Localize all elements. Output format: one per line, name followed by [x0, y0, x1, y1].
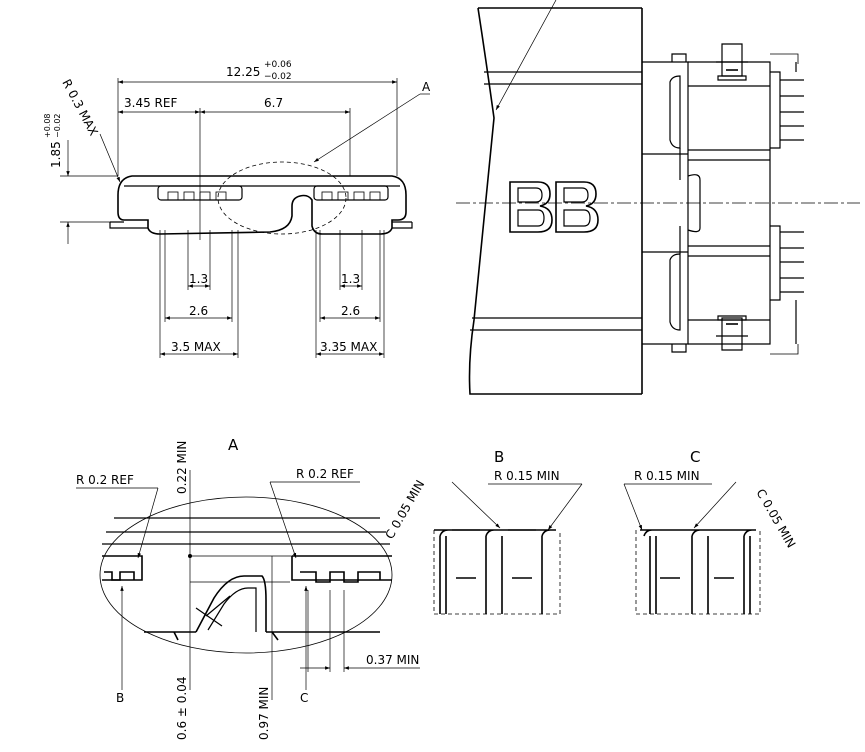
min-gap-label: 0.22 MIN [175, 441, 189, 494]
right-pitch-1-label: 1.3 [341, 272, 360, 286]
center-span-label: 6.7 [264, 96, 283, 110]
detail-a-boundary [217, 161, 347, 235]
top-view: B [456, 0, 860, 395]
detail-c-title: C [690, 448, 700, 466]
right-radius-label: R 0.2 REF [296, 467, 354, 481]
height-tol-plus: +0.08 [43, 113, 52, 138]
left-radius-label: R 0.2 REF [76, 473, 134, 487]
left-pitch-1-label: 1.3 [189, 272, 208, 286]
corner-radius-label: R 0.3 MAX [59, 77, 100, 138]
detail-a-title: A [228, 436, 239, 454]
height-label: 1.85 [49, 141, 63, 168]
depth-label: 0.97 MIN [257, 687, 271, 740]
spacing-label: 0.37 MIN [366, 653, 419, 667]
detail-a-marker: A [422, 80, 431, 94]
left-pitch-2-label: 2.6 [189, 304, 208, 318]
b-chamfer-label: C 0.05 MIN [382, 478, 427, 542]
detail-a-outline [99, 496, 393, 654]
overall-tol-plus: +0.06 [264, 60, 292, 70]
detail-b-title: B [494, 448, 504, 466]
overall-tol-minus: −0.02 [264, 72, 292, 82]
b-marking: B [509, 181, 599, 233]
thickness-label: 0.6 ± 0.04 [175, 677, 189, 741]
ref-b-label: B [116, 691, 124, 705]
left-ref-label: 3.45 REF [124, 96, 177, 110]
left-max-label: 3.5 MAX [171, 340, 221, 354]
detail-a: A R 0.2 REF R 0.2 REF 0.22 MIN [76, 436, 420, 740]
ref-c-label: C [300, 691, 308, 705]
c-radius-label: R 0.15 MIN [634, 469, 700, 483]
detail-b: B C 0.05 MIN R 0.15 MIN [382, 448, 583, 615]
front-view: 12.25 +0.06 −0.02 3.45 REF 6.7 A R 0.3 M… [43, 60, 431, 358]
detail-c: C R 0.15 MIN C 0.05 MIN [623, 448, 798, 615]
right-pitch-2-label: 2.6 [341, 304, 360, 318]
connector-outline [117, 175, 407, 235]
right-max-label: 3.35 MAX [320, 340, 377, 354]
b-radius-label: R 0.15 MIN [494, 469, 560, 483]
overall-width-label: 12.25 [226, 65, 260, 79]
height-tol-minus: −0.02 [53, 113, 62, 138]
